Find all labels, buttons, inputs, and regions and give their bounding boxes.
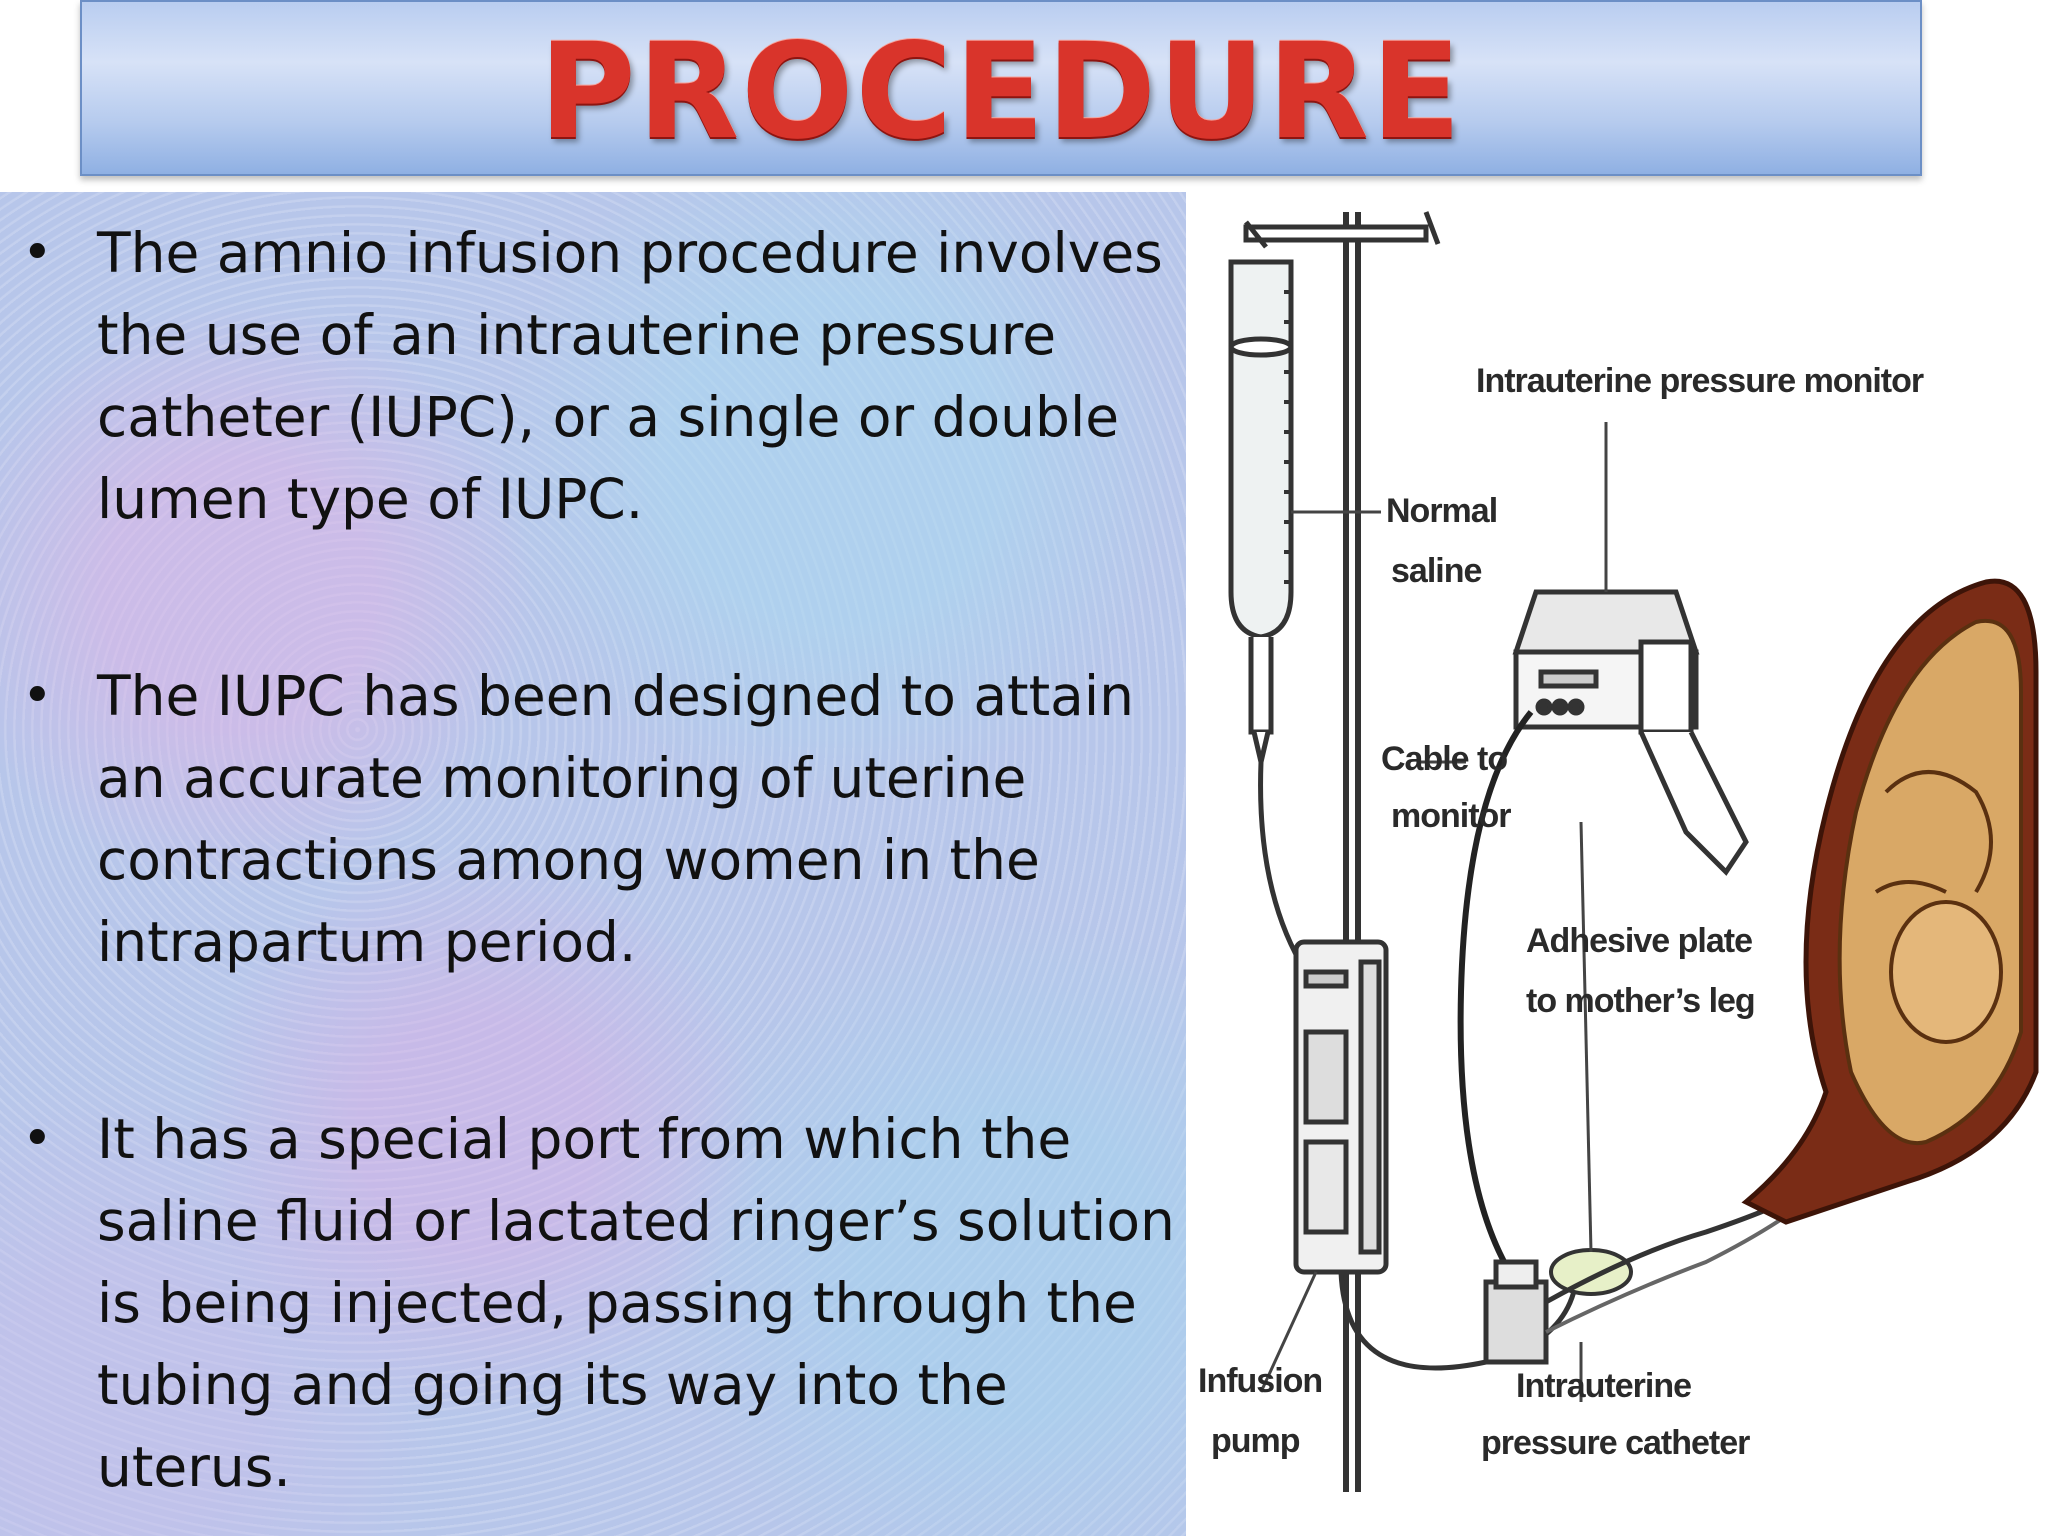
label-normal-saline-1: Normal bbox=[1386, 492, 1497, 530]
pressure-monitor bbox=[1512, 589, 1749, 876]
bullet-dot: • bbox=[22, 1109, 53, 1169]
bullet-text: It has a special port from which the sal… bbox=[97, 1107, 1175, 1499]
label-adhesive-plate-2: to mother’s leg bbox=[1526, 982, 1755, 1020]
slide-title: PROCEDURE bbox=[538, 15, 1464, 169]
bullet-text: The amnio infusion procedure involves th… bbox=[97, 221, 1163, 531]
label-normal-saline-2: saline bbox=[1391, 552, 1481, 590]
leader-lines bbox=[1259, 422, 1608, 1402]
title-banner: PROCEDURE bbox=[80, 0, 1922, 176]
bullet-dot: • bbox=[22, 666, 53, 726]
label-adhesive-plate-1: Adhesive plate bbox=[1526, 922, 1752, 960]
monitor-cable bbox=[1457, 710, 1534, 1284]
label-infusion-pump-1: Infusion bbox=[1198, 1362, 1322, 1400]
uterus-fetus bbox=[1741, 578, 2039, 1225]
pump-outlet-tubing bbox=[1338, 1271, 1579, 1371]
transducer bbox=[1483, 1259, 1549, 1365]
label-intrauterine-pressure-monitor: Intrauterine pressure monitor bbox=[1476, 362, 1924, 400]
infusion-pump bbox=[1293, 939, 1389, 1275]
saline-bag bbox=[1228, 259, 1294, 763]
bullet-text: The IUPC has been designed to attain an … bbox=[97, 664, 1134, 974]
catheter-tubing-2 bbox=[1545, 1200, 1808, 1334]
saline-bag-scale bbox=[1284, 290, 1292, 584]
bullet-dot: • bbox=[22, 223, 53, 283]
iupc-diagram: Intrauterine pressure monitor Normal sal… bbox=[1186, 192, 2048, 1536]
bullet-panel: • The amnio infusion procedure involves … bbox=[0, 192, 1192, 1536]
adhesive-plate bbox=[1549, 1248, 1633, 1296]
label-cable-to-monitor-2: monitor bbox=[1391, 797, 1511, 835]
label-iupc-2: pressure catheter bbox=[1481, 1424, 1750, 1462]
label-iupc-1: Intrauterine bbox=[1516, 1367, 1691, 1405]
label-infusion-pump-2: pump bbox=[1211, 1422, 1300, 1460]
label-cable-to-monitor-1: Cable to bbox=[1381, 740, 1507, 778]
iv-pole bbox=[1243, 211, 1441, 1492]
